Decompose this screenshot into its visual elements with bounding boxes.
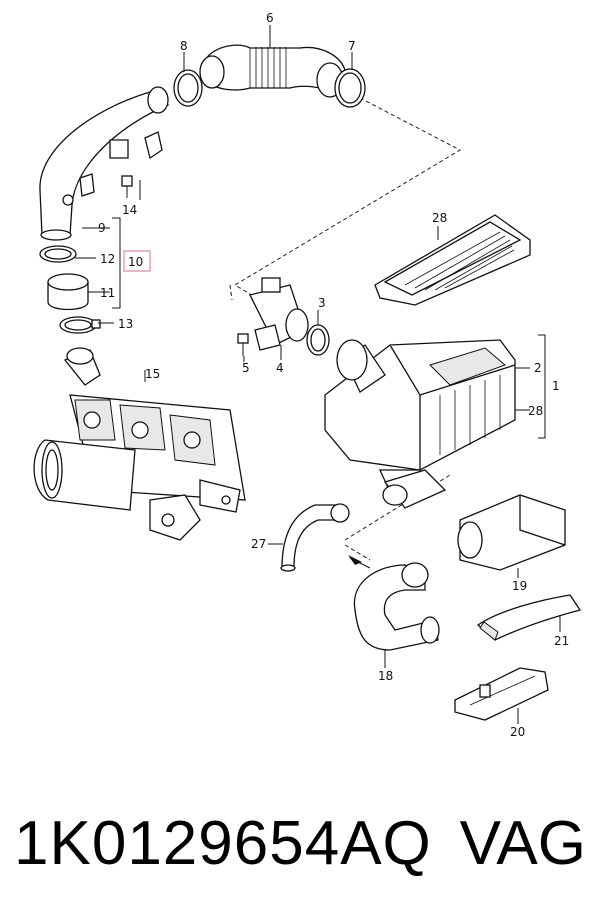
part-14-bolt <box>121 175 133 198</box>
callout-11: 11 <box>100 286 115 300</box>
part-3-seal-ring <box>306 324 330 356</box>
part-8-hose-clamp <box>173 69 203 107</box>
callout-5: 5 <box>242 361 250 375</box>
callout-10: 10 <box>128 255 143 269</box>
callout-labels: 6 8 7 9 12 11 13 14 15 3 4 5 28 2 28 1 2… <box>98 11 569 739</box>
part-number: 1K0129654AQ <box>14 809 432 878</box>
callout-6: 6 <box>266 11 274 25</box>
callout-27: 27 <box>251 537 266 551</box>
part-27-breather-hose <box>280 503 350 572</box>
part-19-air-guide <box>457 494 566 571</box>
part-12-clamp <box>39 245 77 263</box>
callout-4: 4 <box>276 361 284 375</box>
intake-duct <box>382 469 447 509</box>
highlight-box <box>123 250 151 272</box>
callout-21: 21 <box>554 634 569 648</box>
part-21-cover <box>476 594 582 641</box>
callout-28-side: 28 <box>528 404 543 418</box>
callout-12: 12 <box>100 252 115 266</box>
part-1-air-filter-housing <box>324 339 516 493</box>
part-11-hose-sleeve <box>47 273 89 311</box>
part-28-filter-element <box>374 214 531 306</box>
part-7-hose-clamp <box>334 68 366 108</box>
brand-label: VAG <box>459 809 586 878</box>
callout-3: 3 <box>318 296 326 310</box>
callout-20: 20 <box>510 725 525 739</box>
callout-18: 18 <box>378 669 393 683</box>
callout-14: 14 <box>122 203 137 217</box>
charge-air-pipe <box>39 86 170 241</box>
part-13-clamp <box>59 316 101 334</box>
part-18-intake-hose <box>353 562 440 651</box>
part-4-air-mass-meter <box>249 277 309 351</box>
assembly-lines <box>229 84 462 561</box>
part-6-corrugated-hose <box>199 44 346 98</box>
direction-arrow <box>348 555 371 569</box>
part-20-duct <box>454 667 549 721</box>
leader-lines <box>75 25 561 724</box>
callout-7: 7 <box>348 39 356 53</box>
part-15-turbocharger <box>33 347 246 541</box>
callout-8: 8 <box>180 39 188 53</box>
part-5-screw <box>237 333 249 356</box>
callout-1: 1 <box>552 379 560 393</box>
callout-9: 9 <box>98 221 106 235</box>
callout-15: 15 <box>145 367 160 381</box>
callout-28-top: 28 <box>432 211 447 225</box>
callout-19: 19 <box>512 579 527 593</box>
callout-10-highlight: 10 <box>123 250 151 272</box>
callout-2: 2 <box>534 361 542 375</box>
callout-13: 13 <box>118 317 133 331</box>
